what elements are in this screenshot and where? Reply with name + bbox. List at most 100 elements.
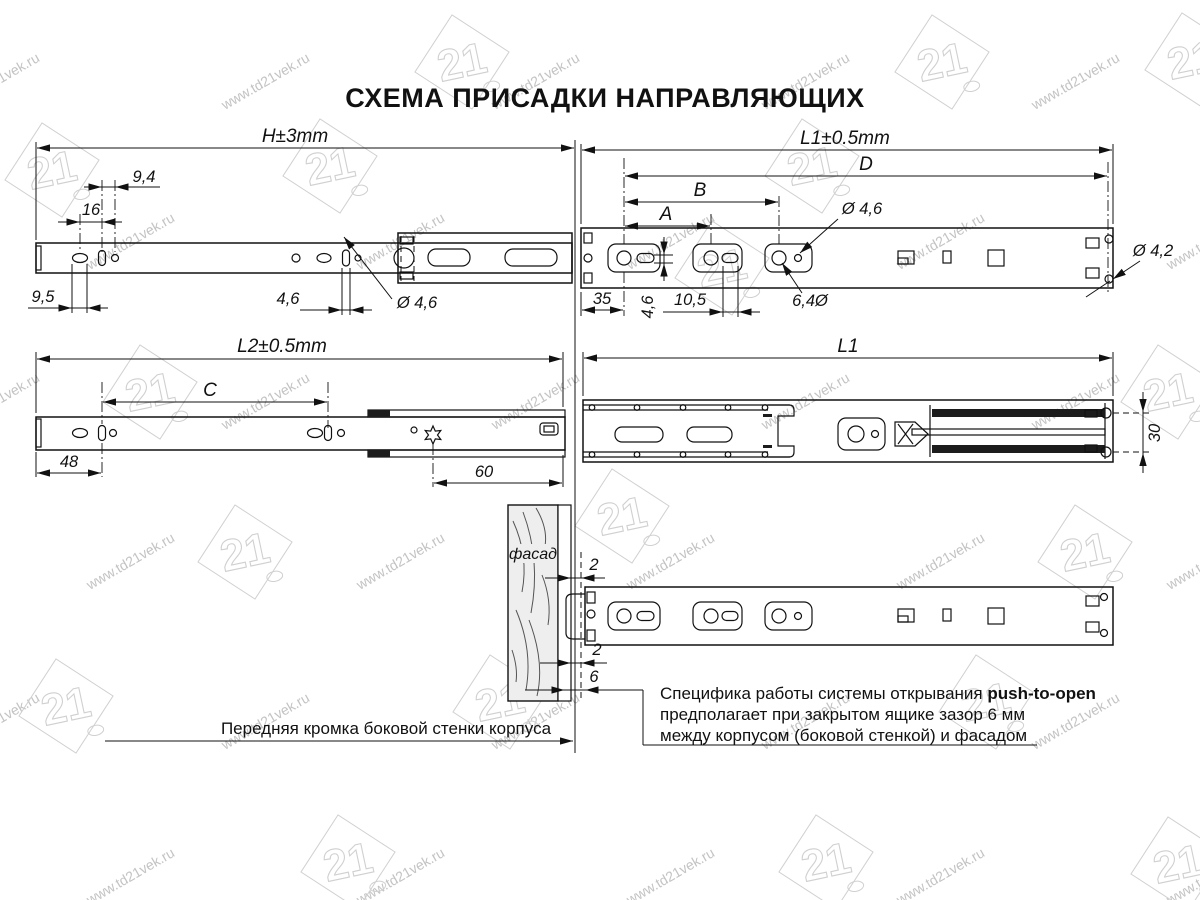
watermark-text: www.td21vek.ru: [623, 844, 717, 900]
dim-l1-overall: L1±0.5mm: [800, 128, 890, 149]
dim-30: 30: [1113, 392, 1164, 473]
watermark-logo: 21: [102, 344, 198, 440]
watermark-text: www.td21vek.ru: [893, 844, 987, 900]
callout-dia-4-6: Ø 4,6: [343, 236, 438, 312]
watermark-logo-number: 21: [1139, 363, 1197, 421]
svg-text:Ø 4,6: Ø 4,6: [841, 200, 883, 218]
dim-16: 16: [58, 201, 122, 226]
svg-text:16: 16: [82, 201, 101, 219]
dim-a: A: [625, 204, 710, 230]
svg-text:4,6: 4,6: [639, 295, 657, 319]
watermark-text: www.td21vek.ru: [218, 369, 312, 433]
note-line1-bold: push-to-open: [987, 684, 1096, 703]
view-drawer-closed: L2±0.5mm C: [35, 336, 566, 487]
watermark-logo-number: 21: [37, 677, 95, 735]
rail-left-end-holes: [583, 232, 593, 284]
roller-detail: [393, 247, 415, 269]
view-drawer-side: H±3mm: [28, 126, 574, 315]
watermark-text: www.td21vek.ru: [218, 49, 312, 113]
push-to-open-note: Специфика работы системы открывания push…: [660, 684, 1096, 745]
watermark-logo: 21: [1144, 12, 1200, 108]
svg-text:9,5: 9,5: [32, 288, 56, 306]
note-line1: Специфика работы системы открывания: [660, 684, 987, 703]
facade-edge: [557, 504, 572, 702]
assembled-rail-outline: [582, 399, 1114, 463]
watermark-logo-number: 21: [957, 673, 1015, 731]
watermark-text: www.td21vek.ru: [488, 369, 582, 433]
watermark-logo: 21: [894, 14, 990, 110]
watermark-logo: 21: [1130, 816, 1200, 900]
dim-gap-top: 2: [545, 556, 605, 582]
inner-drawer-profile: [583, 404, 795, 458]
svg-text:D: D: [859, 154, 873, 175]
view-cabinet-face: L1±0.5mm: [580, 128, 1173, 319]
note-line2: предполагает при закрытом ящике зазор 6 …: [660, 705, 1025, 724]
view-assembled-slide: L1: [582, 336, 1164, 473]
watermark-logo-number: 21: [23, 141, 81, 199]
watermark-logo: 21: [1037, 504, 1133, 600]
view-facade-mounting: фасад: [105, 504, 1114, 746]
page-title: СХЕМА ПРИСАДКИ НАПРАВЛЯЮЩИХ: [345, 83, 864, 113]
svg-text:6,4Ø: 6,4Ø: [792, 292, 829, 310]
svg-text:2: 2: [588, 556, 598, 574]
callout-dia-4-2: Ø 4,2: [1085, 242, 1173, 298]
dim-l2-overall: L2±0.5mm: [237, 336, 327, 357]
dim-gap-front: 6: [525, 668, 1037, 746]
svg-text:B: B: [694, 180, 707, 201]
watermark-text: www.td21vek.ru: [623, 529, 717, 593]
dim-d: D: [625, 154, 1107, 180]
watermark-logo-number: 21: [121, 363, 179, 421]
inner-rail-section: [393, 232, 573, 284]
dim-h-overall: H±3mm: [262, 126, 328, 147]
watermark-logo: 21: [574, 468, 670, 564]
keyhole-slot-1: [607, 601, 661, 631]
dim-b: B: [625, 180, 778, 206]
svg-text:Специфика работы системы откры: Специфика работы системы открывания push…: [660, 684, 1096, 703]
rail-right-end-holes: [1085, 234, 1114, 284]
svg-text:48: 48: [60, 453, 79, 471]
svg-text:9,4: 9,4: [133, 168, 156, 186]
watermark-text: www.td21vek.ru: [353, 529, 447, 593]
watermark-text: www.td21vek.ru: [1028, 369, 1122, 433]
watermark-text: www.td21vek.ru: [893, 529, 987, 593]
svg-text:Ø 4,6: Ø 4,6: [396, 294, 438, 312]
front-bracket: [565, 593, 585, 640]
watermark-logo-number: 21: [216, 523, 274, 581]
keyhole-slot-2: [692, 243, 743, 273]
svg-text:35: 35: [593, 290, 612, 308]
lower-flange: [367, 449, 566, 458]
cabinet-rail-outline: [580, 227, 1114, 289]
watermark-text: www.td21vek.ru: [1028, 49, 1122, 113]
hole-group-middle: [306, 424, 346, 442]
watermark-logo-number: 21: [319, 833, 377, 891]
hole-group-front: [71, 249, 120, 267]
star-hole: [423, 424, 443, 446]
watermark-logo-number: 21: [797, 833, 855, 891]
dim-60: 60: [432, 444, 564, 487]
keyhole-slot-1: [607, 243, 661, 273]
svg-text:C: C: [203, 380, 217, 401]
watermark-logo: 21: [197, 504, 293, 600]
dim-35: 35: [580, 290, 623, 316]
rail-right-end-holes: [1085, 592, 1109, 638]
watermark-logo-number: 21: [693, 239, 751, 297]
svg-text:30: 30: [1146, 423, 1164, 442]
dim-9-5: 9,5: [28, 264, 108, 313]
rail-middle-holes: [897, 249, 1005, 267]
svg-text:Ø 4,2: Ø 4,2: [1132, 242, 1173, 260]
watermark-logo-number: 21: [1163, 31, 1200, 89]
watermark-text: www.td21vek.ru: [83, 529, 177, 593]
hole-group-front: [71, 424, 118, 442]
watermark-logo: 21: [938, 654, 1034, 750]
dim-48: 48: [35, 443, 103, 477]
watermark-logo: 21: [1120, 344, 1200, 440]
svg-text:10,5: 10,5: [674, 291, 707, 309]
watermark-logo-number: 21: [1056, 523, 1114, 581]
rail-middle-holes: [897, 607, 1005, 625]
keyhole-slot-2: [692, 601, 743, 631]
dim-9-4: 9,4: [79, 168, 160, 252]
cabinet-rail-bottom-outline: [584, 586, 1114, 646]
dim-gap-mid: 2: [540, 641, 607, 667]
keyhole-plate: [837, 417, 886, 451]
push-to-open-mechanism: [894, 403, 1112, 459]
